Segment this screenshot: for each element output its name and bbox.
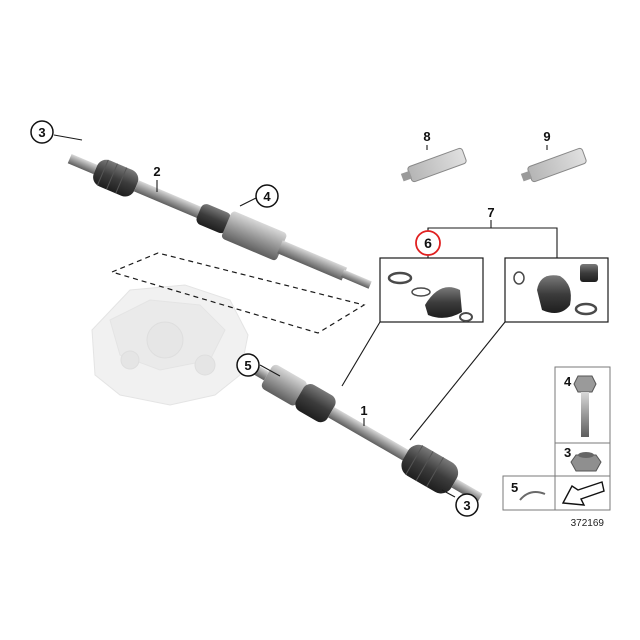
grease-tube-9 xyxy=(520,147,587,183)
grease-tube-8 xyxy=(400,147,467,183)
legend-nut-number: 3 xyxy=(564,445,571,460)
gearbox-ghost xyxy=(91,284,249,406)
reference-dashed-box xyxy=(110,252,366,334)
clip-panel xyxy=(502,475,556,511)
legend-clip-number: 5 xyxy=(511,480,518,495)
callout-7: 7 xyxy=(487,205,494,220)
callout-8: 8 xyxy=(423,129,430,144)
diagram-number: 372169 xyxy=(571,518,605,529)
callouts: 3 2 4 5 1 3 8 9 7 6 xyxy=(30,120,551,517)
legend-bolt-number: 4 xyxy=(564,374,572,389)
bolt-panel xyxy=(554,366,611,444)
callout-1: 1 xyxy=(360,403,367,418)
boot-kit-box xyxy=(379,257,484,323)
callout-3-right: 3 xyxy=(463,498,470,513)
highlight-ring xyxy=(415,230,441,256)
joint-kit-box xyxy=(504,257,609,323)
leader-lines xyxy=(53,134,558,498)
callout-6: 6 xyxy=(424,235,432,251)
arrow-panel xyxy=(554,475,611,511)
nut-panel xyxy=(554,442,611,477)
callout-9: 9 xyxy=(543,129,550,144)
callout-4: 4 xyxy=(263,189,271,204)
upper-drive-shaft xyxy=(67,153,372,289)
callout-2: 2 xyxy=(153,164,160,179)
callout-5: 5 xyxy=(244,358,251,373)
callout-3-left: 3 xyxy=(38,125,45,140)
